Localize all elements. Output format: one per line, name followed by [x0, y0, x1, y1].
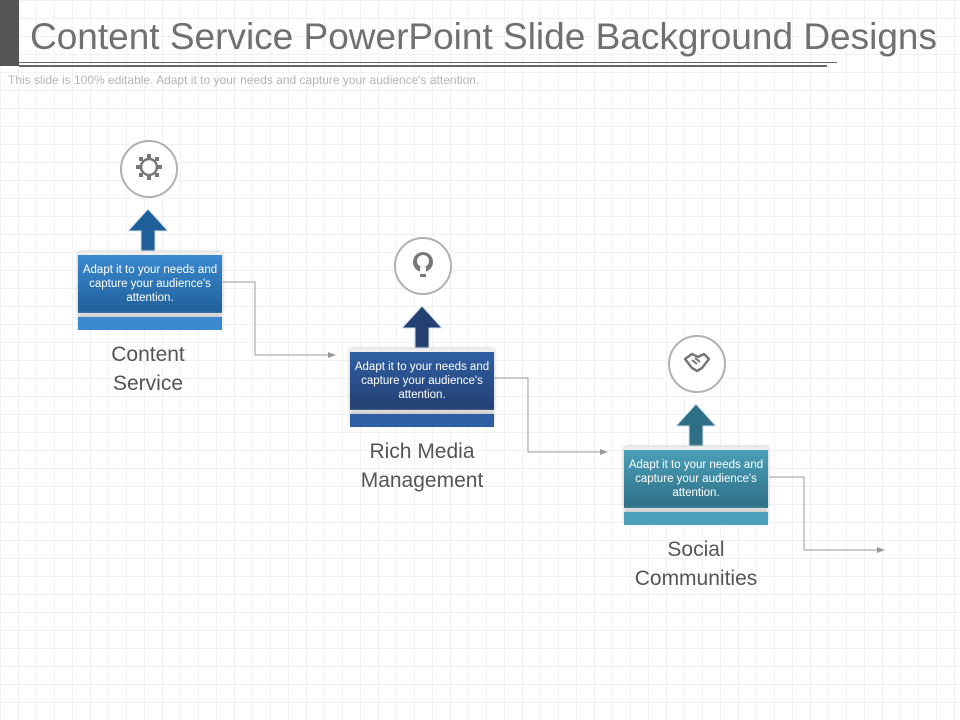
page-title: Content Service PowerPoint Slide Backgro…: [30, 16, 937, 57]
subtitle: This slide is 100% editable. Adapt it to…: [8, 73, 480, 87]
step-base-bar: [624, 512, 768, 525]
step-base-bar: [78, 317, 222, 330]
step-description-box: Adapt it to your needs and capture your …: [78, 252, 222, 313]
lightbulb-icon: [408, 249, 438, 284]
step-description-box: Adapt it to your needs and capture your …: [350, 349, 494, 410]
up-arrow-icon: [402, 306, 442, 348]
handshake-icon: [682, 347, 712, 382]
connector-arrow: [494, 377, 608, 455]
step-icon-circle: [668, 335, 726, 393]
divider: [19, 62, 837, 63]
title-accent-bar: [0, 0, 19, 66]
up-arrow-icon: [676, 404, 716, 446]
step-icon-circle: [394, 237, 452, 295]
step-icon-circle: [120, 140, 178, 198]
up-arrow-icon: [128, 209, 168, 251]
connector-arrow: [221, 281, 336, 358]
step-base-bar: [350, 414, 494, 427]
divider: [19, 65, 827, 67]
step-description-box: Adapt it to your needs and capture your …: [624, 447, 768, 508]
connector-arrow: [769, 476, 885, 553]
gear-icon: [134, 152, 164, 187]
